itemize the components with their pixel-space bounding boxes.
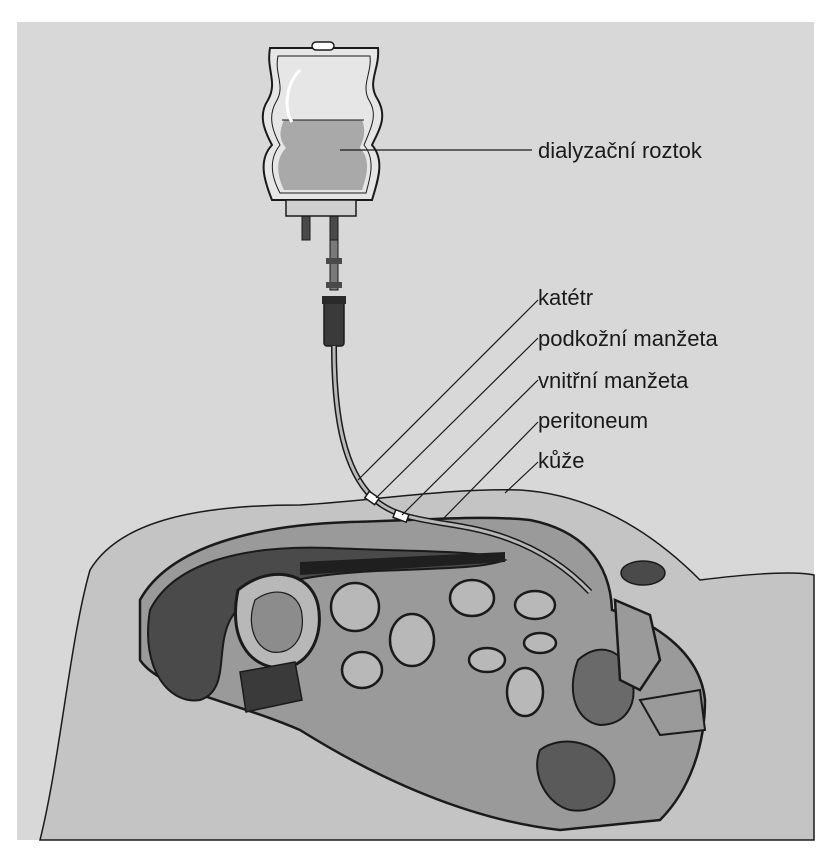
bowel-loop <box>524 633 556 653</box>
tube-clamp <box>326 282 342 288</box>
label-inner-cuff: vnitřní manžeta <box>538 368 689 393</box>
bowel-loop <box>390 614 434 666</box>
connector <box>324 298 344 346</box>
hang-hole <box>312 42 334 50</box>
connector-collar <box>322 296 346 304</box>
label-solution: dialyzační roztok <box>538 138 703 163</box>
bowel-loop <box>342 652 382 688</box>
bowel-loop <box>331 583 379 631</box>
bowel-loop <box>507 668 543 716</box>
small-organ <box>621 561 665 585</box>
label-catheter: katétr <box>538 285 593 310</box>
label-skin: kůže <box>538 448 584 473</box>
tube-clamp <box>326 258 342 264</box>
organ-inner <box>251 592 302 652</box>
bowel-loop <box>469 648 505 672</box>
bowel-loop <box>515 591 555 619</box>
label-peritoneum: peritoneum <box>538 408 648 433</box>
bowel-loop <box>450 580 494 616</box>
label-subcutaneous-cuff: podkožní manžeta <box>538 326 719 351</box>
bag-tab <box>286 200 356 216</box>
bag-fluid <box>278 120 367 190</box>
